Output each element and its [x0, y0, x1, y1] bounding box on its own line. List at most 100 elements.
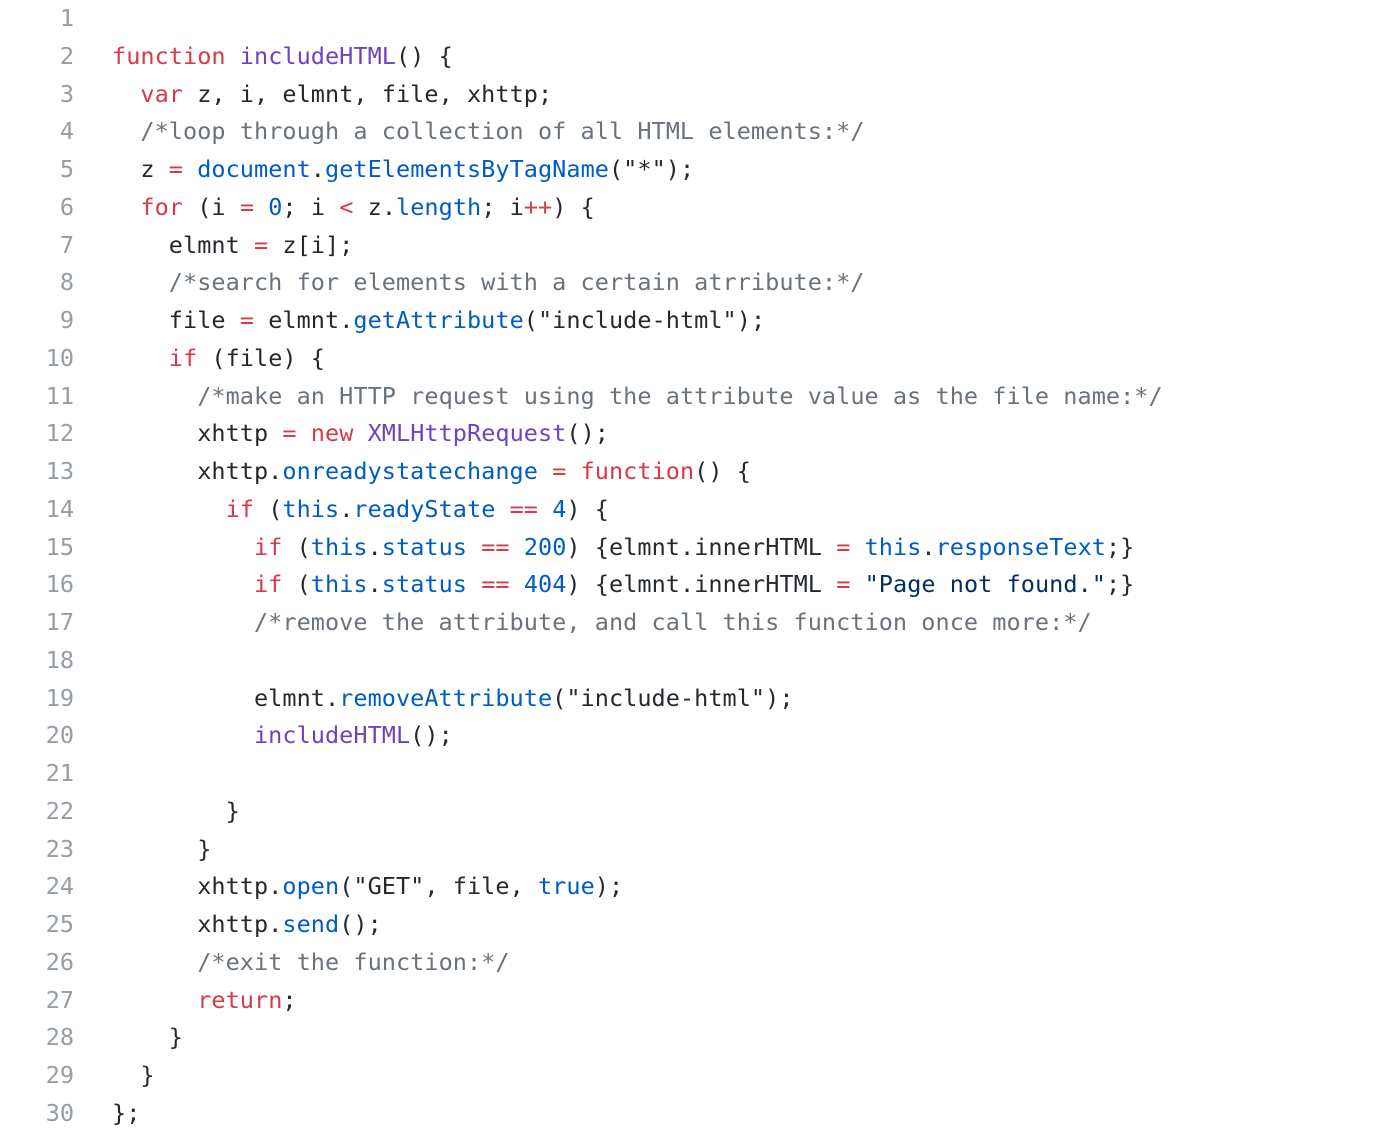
line-number: 16 — [45, 570, 74, 599]
code-line: 2 function includeHTML() { — [0, 38, 1400, 76]
line-content: xhttp = new XMLHttpRequest(); — [112, 415, 609, 453]
line-content: var z, i, elmnt, file, xhttp; — [112, 76, 552, 114]
code-token-keyword: < — [339, 192, 354, 221]
code-token-text — [112, 533, 254, 561]
code-token-constant: this — [282, 494, 340, 523]
code-token-text — [112, 80, 140, 108]
code-token-text — [112, 948, 197, 976]
code-line: 7 elmnt = z[i]; — [0, 227, 1400, 265]
line-number: 11 — [45, 381, 74, 410]
code-token-keyword: if — [253, 570, 283, 599]
code-line: 18 — [0, 642, 1400, 680]
code-token-text: ;} — [1105, 570, 1135, 599]
code-token-entity: XMLHttpRequest — [367, 419, 567, 448]
line-content: elmnt = z[i]; — [112, 227, 354, 265]
code-token-constant: send — [282, 910, 340, 938]
code-token-text — [510, 533, 524, 561]
code-token-constant: open — [282, 872, 340, 901]
code-line: 9 file = elmnt.getAttribute("include-htm… — [0, 302, 1400, 340]
code-token-text: () { — [694, 457, 751, 485]
code-token-text: ("include-html"); — [552, 683, 794, 712]
line-content: includeHTML(); — [112, 717, 453, 755]
code-token-text: . — [339, 494, 354, 523]
code-token-comment: /*loop through a collection of all HTML … — [140, 117, 865, 146]
code-line: 28 } — [0, 1019, 1400, 1057]
line-content: if (this.status == 404) {elmnt.innerHTML… — [112, 566, 1134, 604]
code-line: 11 /*make an HTTP request using the attr… — [0, 378, 1400, 416]
code-line: 17 /*remove the attribute, and call this… — [0, 604, 1400, 642]
code-token-text: }; — [112, 1098, 141, 1127]
code-token-comment: /*remove the attribute, and call this fu… — [253, 608, 1092, 636]
code-token-text: z — [112, 155, 169, 183]
line-content: xhttp.open("GET", file, true); — [112, 868, 623, 906]
code-token-text — [254, 193, 268, 221]
line-number: 28 — [45, 1023, 74, 1052]
code-token-text: ( — [282, 532, 311, 561]
code-token-text: (); — [339, 910, 382, 938]
line-number: 19 — [45, 683, 74, 712]
code-line: 21 — [0, 755, 1400, 793]
line-content: /*search for elements with a certain atr… — [112, 264, 865, 302]
code-token-text — [297, 419, 311, 447]
code-token-text: z, i, elmnt, file, xhttp; — [183, 79, 553, 108]
line-number: 9 — [59, 306, 74, 334]
line-content: function includeHTML() { — [112, 38, 453, 76]
code-token-text — [467, 570, 481, 598]
code-token-constant: 0 — [268, 192, 283, 221]
code-token-entity: includeHTML — [253, 721, 411, 750]
line-number: 5 — [59, 155, 74, 183]
code-line: 19 elmnt.removeAttribute("include-html")… — [0, 680, 1400, 718]
code-token-text — [112, 570, 254, 598]
code-token-constant: 200 — [523, 532, 567, 561]
code-token-constant: status — [381, 532, 467, 561]
code-token-text — [112, 721, 254, 749]
code-token-text: ); — [594, 872, 624, 901]
code-token-text: file — [112, 306, 240, 334]
code-token-text — [112, 117, 140, 145]
code-token-text: . — [921, 532, 936, 561]
code-token-text: } — [112, 1061, 155, 1089]
code-token-text: ( — [254, 494, 283, 523]
code-line: 16 if (this.status == 404) {elmnt.innerH… — [0, 566, 1400, 604]
line-content: if (file) { — [112, 340, 325, 378]
code-token-text — [538, 495, 552, 523]
code-token-keyword: = — [239, 192, 255, 221]
code-token-keyword: == — [509, 494, 538, 523]
code-token-keyword: = — [253, 230, 269, 259]
line-content: /*make an HTTP request using the attribu… — [112, 378, 1163, 416]
line-content: }; — [112, 1095, 140, 1133]
code-token-text — [112, 495, 226, 523]
code-token-keyword: function — [112, 41, 226, 70]
code-token-text — [226, 42, 240, 70]
line-number: 25 — [45, 910, 74, 938]
code-token-text: } — [112, 796, 240, 825]
code-token-constant: responseText — [935, 532, 1106, 561]
line-number: 6 — [59, 192, 74, 221]
code-token-text: elmnt — [112, 230, 254, 259]
line-content: xhttp.send(); — [112, 906, 382, 944]
line-number: 8 — [59, 268, 74, 297]
code-token-text: (i — [183, 192, 240, 221]
code-line: 22 } — [0, 793, 1400, 831]
line-number: 2 — [59, 41, 74, 70]
code-token-text: ("GET", file, — [339, 872, 538, 901]
code-line: 30}; — [0, 1095, 1400, 1133]
code-token-text — [112, 344, 169, 372]
code-token-text — [112, 986, 197, 1014]
code-token-constant: onreadystatechange — [282, 457, 538, 485]
line-content: /*remove the attribute, and call this fu… — [112, 604, 1092, 642]
code-line: 26 /*exit the function:*/ — [0, 944, 1400, 982]
line-number: 12 — [45, 419, 74, 448]
code-token-text: z. — [353, 192, 397, 221]
code-token-keyword: return — [197, 985, 283, 1014]
code-token-constant: this — [864, 532, 922, 561]
code-token-text: ) {elmnt.innerHTML — [566, 532, 837, 561]
code-token-keyword: function — [580, 457, 695, 485]
line-content: file = elmnt.getAttribute("include-html"… — [112, 302, 765, 340]
line-content: } — [112, 1019, 183, 1057]
line-number: 10 — [45, 343, 74, 372]
line-content: if (this.readyState == 4) { — [112, 491, 609, 529]
code-token-entity: includeHTML — [239, 41, 396, 70]
line-number: 20 — [45, 721, 74, 750]
code-token-text: elmnt. — [112, 683, 340, 712]
